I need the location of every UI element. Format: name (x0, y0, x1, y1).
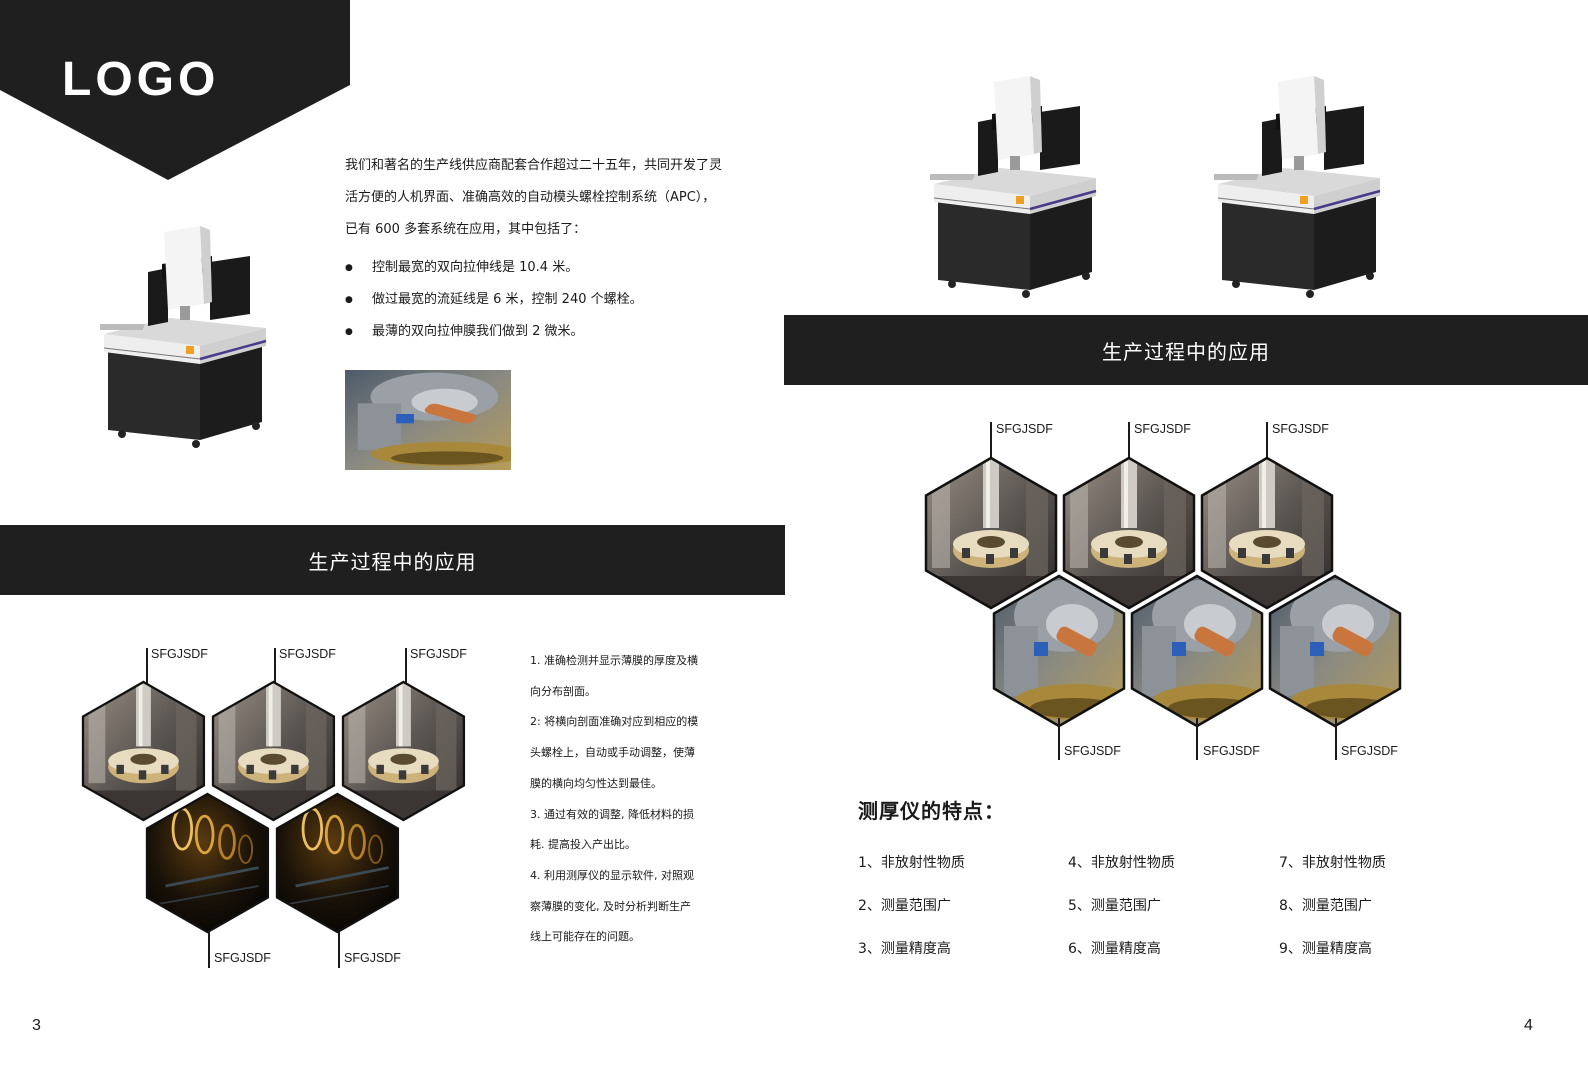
features-title: 测厚仪的特点： (858, 799, 1005, 823)
label-line (1128, 422, 1130, 462)
page-number-left: 3 (32, 1017, 41, 1034)
label-line (405, 648, 407, 684)
feature-item: 8、测量范围广 (1279, 898, 1372, 914)
step-line: 耗. 提高投入产出比。 (530, 838, 636, 852)
feature-item: 3、测量精度高 (858, 941, 951, 957)
measuring-machine-image (100, 224, 268, 450)
hex-image-cluster (81, 680, 466, 934)
feature-item: 6、测量精度高 (1068, 941, 1161, 957)
label-line (146, 648, 148, 684)
hex-label: SFGJSDF (996, 422, 1053, 436)
page-number-right: 4 (1524, 1017, 1533, 1034)
label-line (274, 648, 276, 684)
step-line: 膜的横向均匀性达到最佳。 (530, 776, 662, 790)
hex-label: SFGJSDF (410, 647, 467, 661)
intro-bullet-list: 控制最宽的双向拉伸线是 10.4 米。 做过最宽的流延线是 6 米，控制 240… (345, 252, 725, 348)
list-item: 做过最宽的流延线是 6 米，控制 240 个螺栓。 (345, 284, 725, 316)
step-line: 线上可能存在的问题。 (530, 930, 640, 944)
hex-label: SFGJSDF (151, 647, 208, 661)
label-line (1058, 718, 1060, 760)
label-line (338, 930, 340, 968)
step-line: 头螺栓上，自动或手动调整，使薄 (530, 746, 695, 760)
list-item: 最薄的双向拉伸膜我们做到 2 微米。 (345, 316, 725, 348)
hex-label: SFGJSDF (1134, 422, 1191, 436)
step-line: 4. 利用测厚仪的显示软件, 对照观 (530, 868, 694, 882)
hex-label: SFGJSDF (1064, 744, 1121, 758)
label-line (1335, 718, 1337, 760)
step-line: 向分布剖面。 (530, 684, 596, 698)
feature-item: 7、非放射性物质 (1279, 855, 1386, 871)
measuring-machine-image (930, 74, 1098, 300)
section-title-bar: 生产过程中的应用 (784, 315, 1588, 385)
step-line: 3. 通过有效的调整, 降低材料的损 (530, 807, 694, 821)
logo: LOGO (62, 53, 220, 106)
feature-item: 9、测量精度高 (1279, 941, 1372, 957)
feature-item: 5、测量范围广 (1068, 898, 1161, 914)
hex-label: SFGJSDF (1203, 744, 1260, 758)
hex-label: SFGJSDF (1341, 744, 1398, 758)
label-line (1266, 422, 1268, 462)
section-title: 生产过程中的应用 (308, 549, 477, 574)
measuring-machine-image (1214, 74, 1382, 300)
hex-label: SFGJSDF (344, 951, 401, 965)
hex-label: SFGJSDF (1272, 422, 1329, 436)
logo-banner (0, 0, 350, 180)
label-line (990, 422, 992, 462)
feature-item: 2、测量范围广 (858, 898, 951, 914)
step-line: 1. 准确检测并显示薄膜的厚度及横 (530, 654, 698, 667)
hex-label: SFGJSDF (214, 951, 271, 965)
list-item: 控制最宽的双向拉伸线是 10.4 米。 (345, 252, 725, 284)
feature-item: 1、非放射性物质 (858, 855, 965, 871)
lathe-photo (345, 370, 511, 470)
feature-item: 4、非放射性物质 (1068, 855, 1175, 871)
step-line: 察薄膜的变化, 及时分析判断生产 (530, 899, 691, 913)
step-line: 2: 将横向剖面准确对应到相应的模 (530, 715, 699, 729)
label-line (208, 930, 210, 968)
application-steps: 1. 准确检测并显示薄膜的厚度及横 向分布剖面。 2: 将横向剖面准确对应到相应… (530, 646, 730, 953)
label-line (1196, 718, 1198, 760)
intro-paragraph: 我们和著名的生产线供应商配套合作超过二十五年，共同开发了灵活方便的人机界面、准确… (345, 158, 723, 237)
hex-label: SFGJSDF (279, 647, 336, 661)
section-title-bar: 生产过程中的应用 (0, 525, 785, 595)
hex-image-cluster (924, 456, 1402, 728)
section-title: 生产过程中的应用 (1102, 339, 1270, 364)
